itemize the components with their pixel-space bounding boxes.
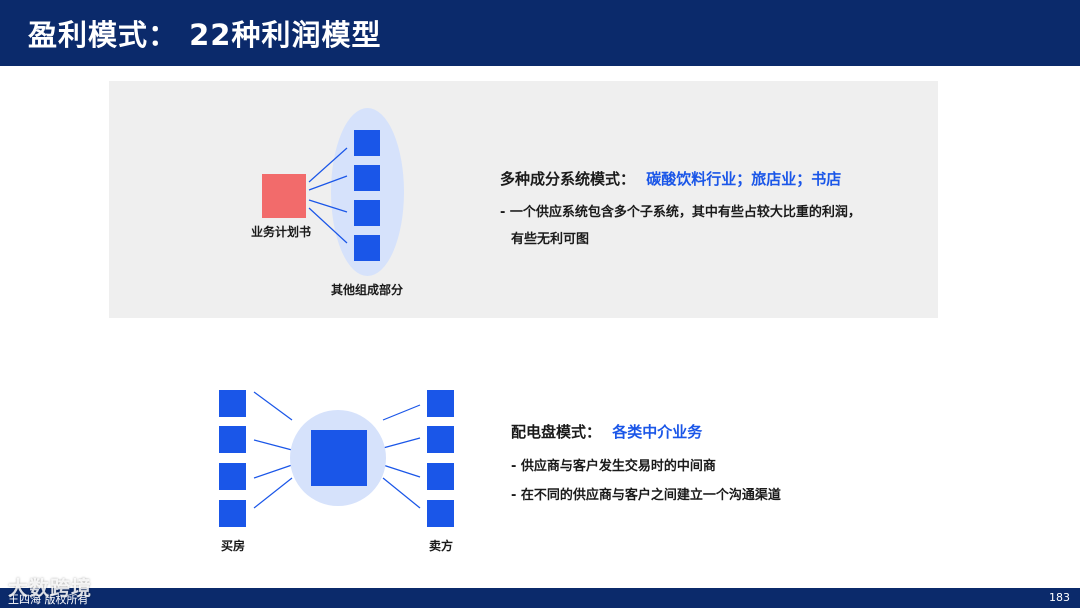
mode2-line-l4 [253,477,293,509]
page-number: 183 [1049,591,1070,604]
component-square [354,130,380,156]
mode2-bullet2: - 在不同的供应商与客户之间建立一个沟通渠道 [511,488,781,503]
mode1-line-1 [308,147,348,183]
mode2-title-highlight: 各类中介业务 [612,423,703,441]
component-square [354,200,380,226]
mode1-desc-line2: 有些无利可图 [511,232,590,247]
mode2-bullet1: - 供应商与客户发生交易时的中间商 [511,459,716,474]
seller-square [427,390,454,417]
buyer-square [219,463,246,490]
mode1-line-4 [308,207,348,244]
mode2-line-l1 [253,391,293,421]
header-bar: 盈利模式： 22种利润模型 [0,0,1080,66]
mode2-title-prefix: 配电盘模式： [511,423,602,441]
component-square [354,165,380,191]
mode1-title-prefix: 多种成分系统模式： [500,170,636,188]
buyer-square [219,500,246,527]
seller-square [427,463,454,490]
buyer-square [219,390,246,417]
component-square [354,235,380,261]
business-plan-square [262,174,306,218]
seller-square [427,426,454,453]
intermediary-square [311,430,367,486]
watermark-text: 大数跨境 [8,576,92,600]
mode2-line-r1 [382,404,421,421]
mode1-line-2 [308,175,348,191]
other-components-label: 其他组成部分 [331,283,404,297]
buyer-label: 买房 [221,539,246,553]
mode2-title: 配电盘模式： 各类中介业务 [511,421,702,442]
seller-square [427,500,454,527]
mode2-line-l3 [253,464,293,479]
mode2-line-l2 [253,439,293,451]
mode2-line-r4 [382,477,421,509]
copyright-text: 王四海 版权所有 [8,593,89,606]
mode1-title: 多种成分系统模式： 碳酸饮料行业；旅店业；书店 [500,168,841,189]
footer-bar: 王四海 版权所有 183 [0,588,1080,608]
mode2-line-r3 [382,464,421,478]
mode2-line-r2 [382,437,421,449]
mode1-panel [109,81,938,318]
page-title: 盈利模式： 22种利润模型 [28,18,382,52]
mode1-line-3 [308,199,348,213]
seller-label: 卖方 [429,539,454,553]
mode1-desc-line1: - 一个供应系统包含多个子系统，其中有些占较大比重的利润， [500,205,861,220]
business-plan-label: 业务计划书 [251,225,312,239]
buyer-square [219,426,246,453]
mode1-title-highlight: 碳酸饮料行业；旅店业；书店 [646,170,842,188]
